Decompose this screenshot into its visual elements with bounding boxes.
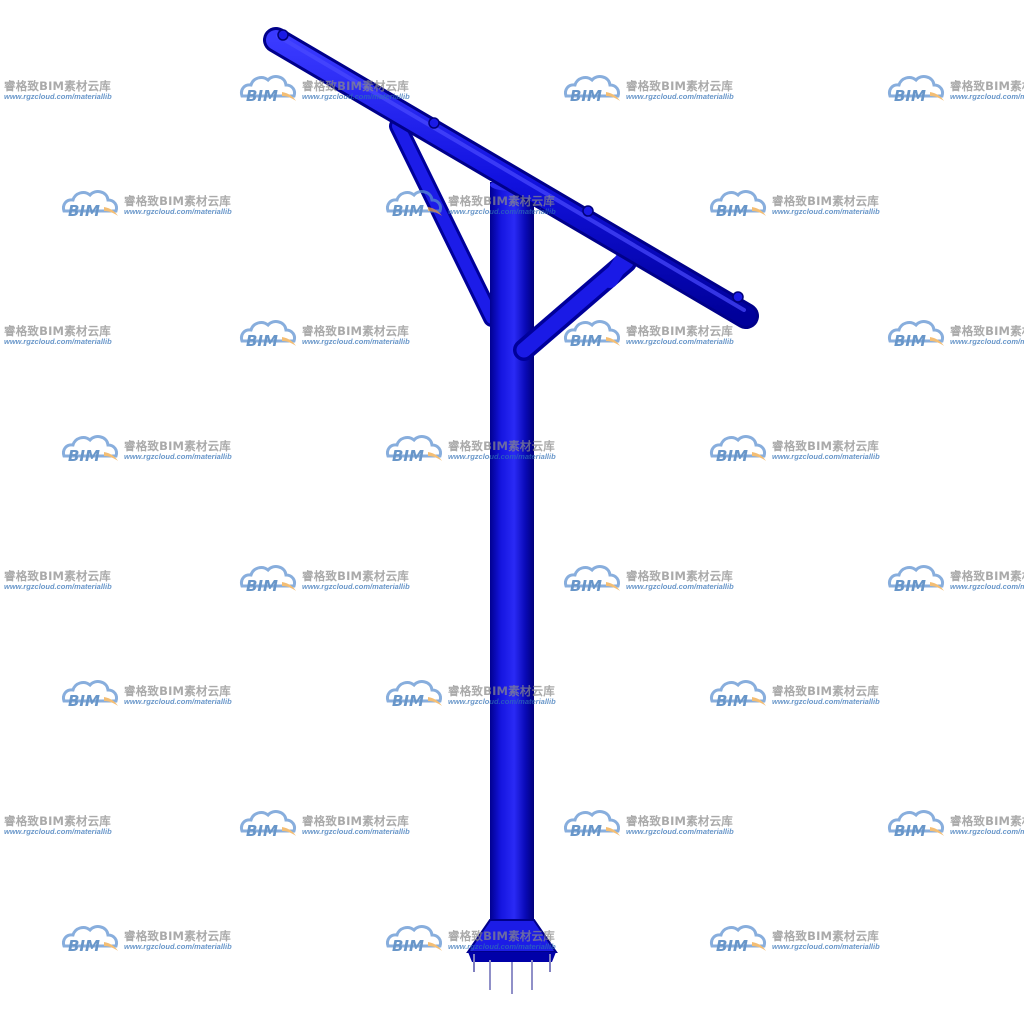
right-brace [513, 250, 637, 361]
pin [277, 29, 289, 41]
base-plate [466, 919, 558, 994]
left-brace [389, 117, 501, 327]
pin [732, 291, 744, 303]
main-pole [490, 179, 534, 934]
pin [582, 205, 594, 217]
crossarm-pins [277, 29, 744, 303]
crossarm [263, 27, 759, 329]
pin [428, 117, 440, 129]
